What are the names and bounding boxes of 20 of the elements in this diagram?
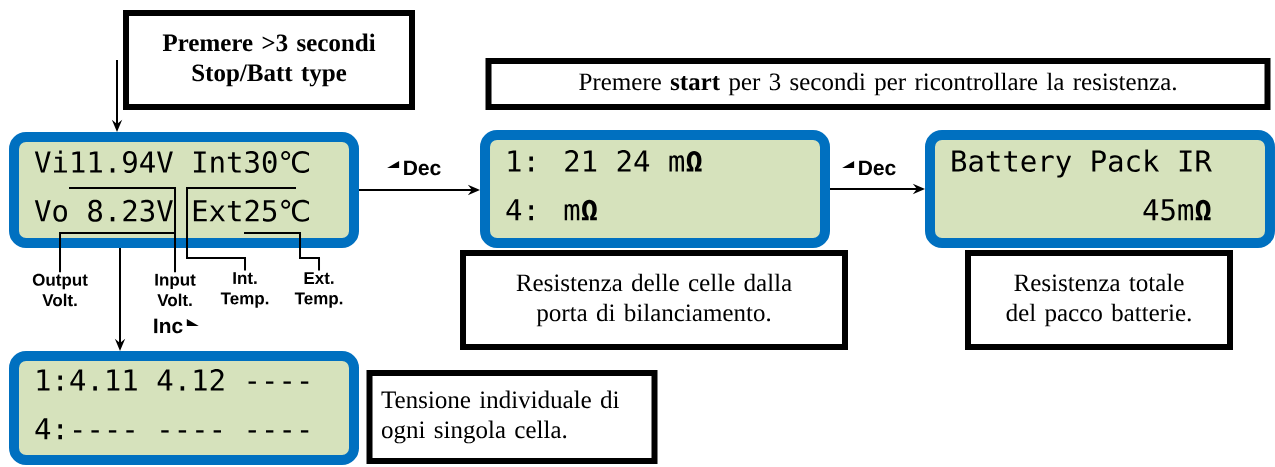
edge-label: Dec: [387, 159, 443, 177]
note-box: Premere start per 3 secondi per ricontrollare la resistenza.: [485, 58, 1271, 110]
edge-label: Dec: [842, 159, 898, 177]
field-label: Input Volt.: [155, 273, 196, 307]
leader-line: [68, 187, 176, 274]
note-box: Resistenza delle celle dalla porta di bilanciamento.: [460, 250, 848, 350]
note-box: Premere >3 secondi Stop/Batt type: [123, 10, 415, 110]
lcd-screen: Battery Pack IR 45mΩ: [925, 130, 1275, 248]
field-label: Int. Temp.: [220, 272, 269, 308]
field-label: Output Volt.: [32, 273, 88, 307]
leader-line: [186, 187, 297, 272]
edge-label: Inc: [151, 317, 199, 335]
field-label: Ext. Temp.: [294, 272, 343, 308]
leader-line: [243, 232, 320, 272]
lcd-screen: 1: 21 24 mΩ 4: mΩ: [480, 130, 830, 248]
leader-line: [59, 232, 175, 274]
note-box: Tensione individuale di ogni singola cella.: [366, 370, 658, 464]
note-box: Resistenza totale del pacco batterie.: [965, 250, 1233, 350]
lcd-screen: Vi11.94V Int30℃ Vo 8.23V Ext25℃: [9, 132, 359, 248]
lcd-screen: 1:4.11 4.12 ---- 4:---- ---- ----: [9, 351, 359, 465]
